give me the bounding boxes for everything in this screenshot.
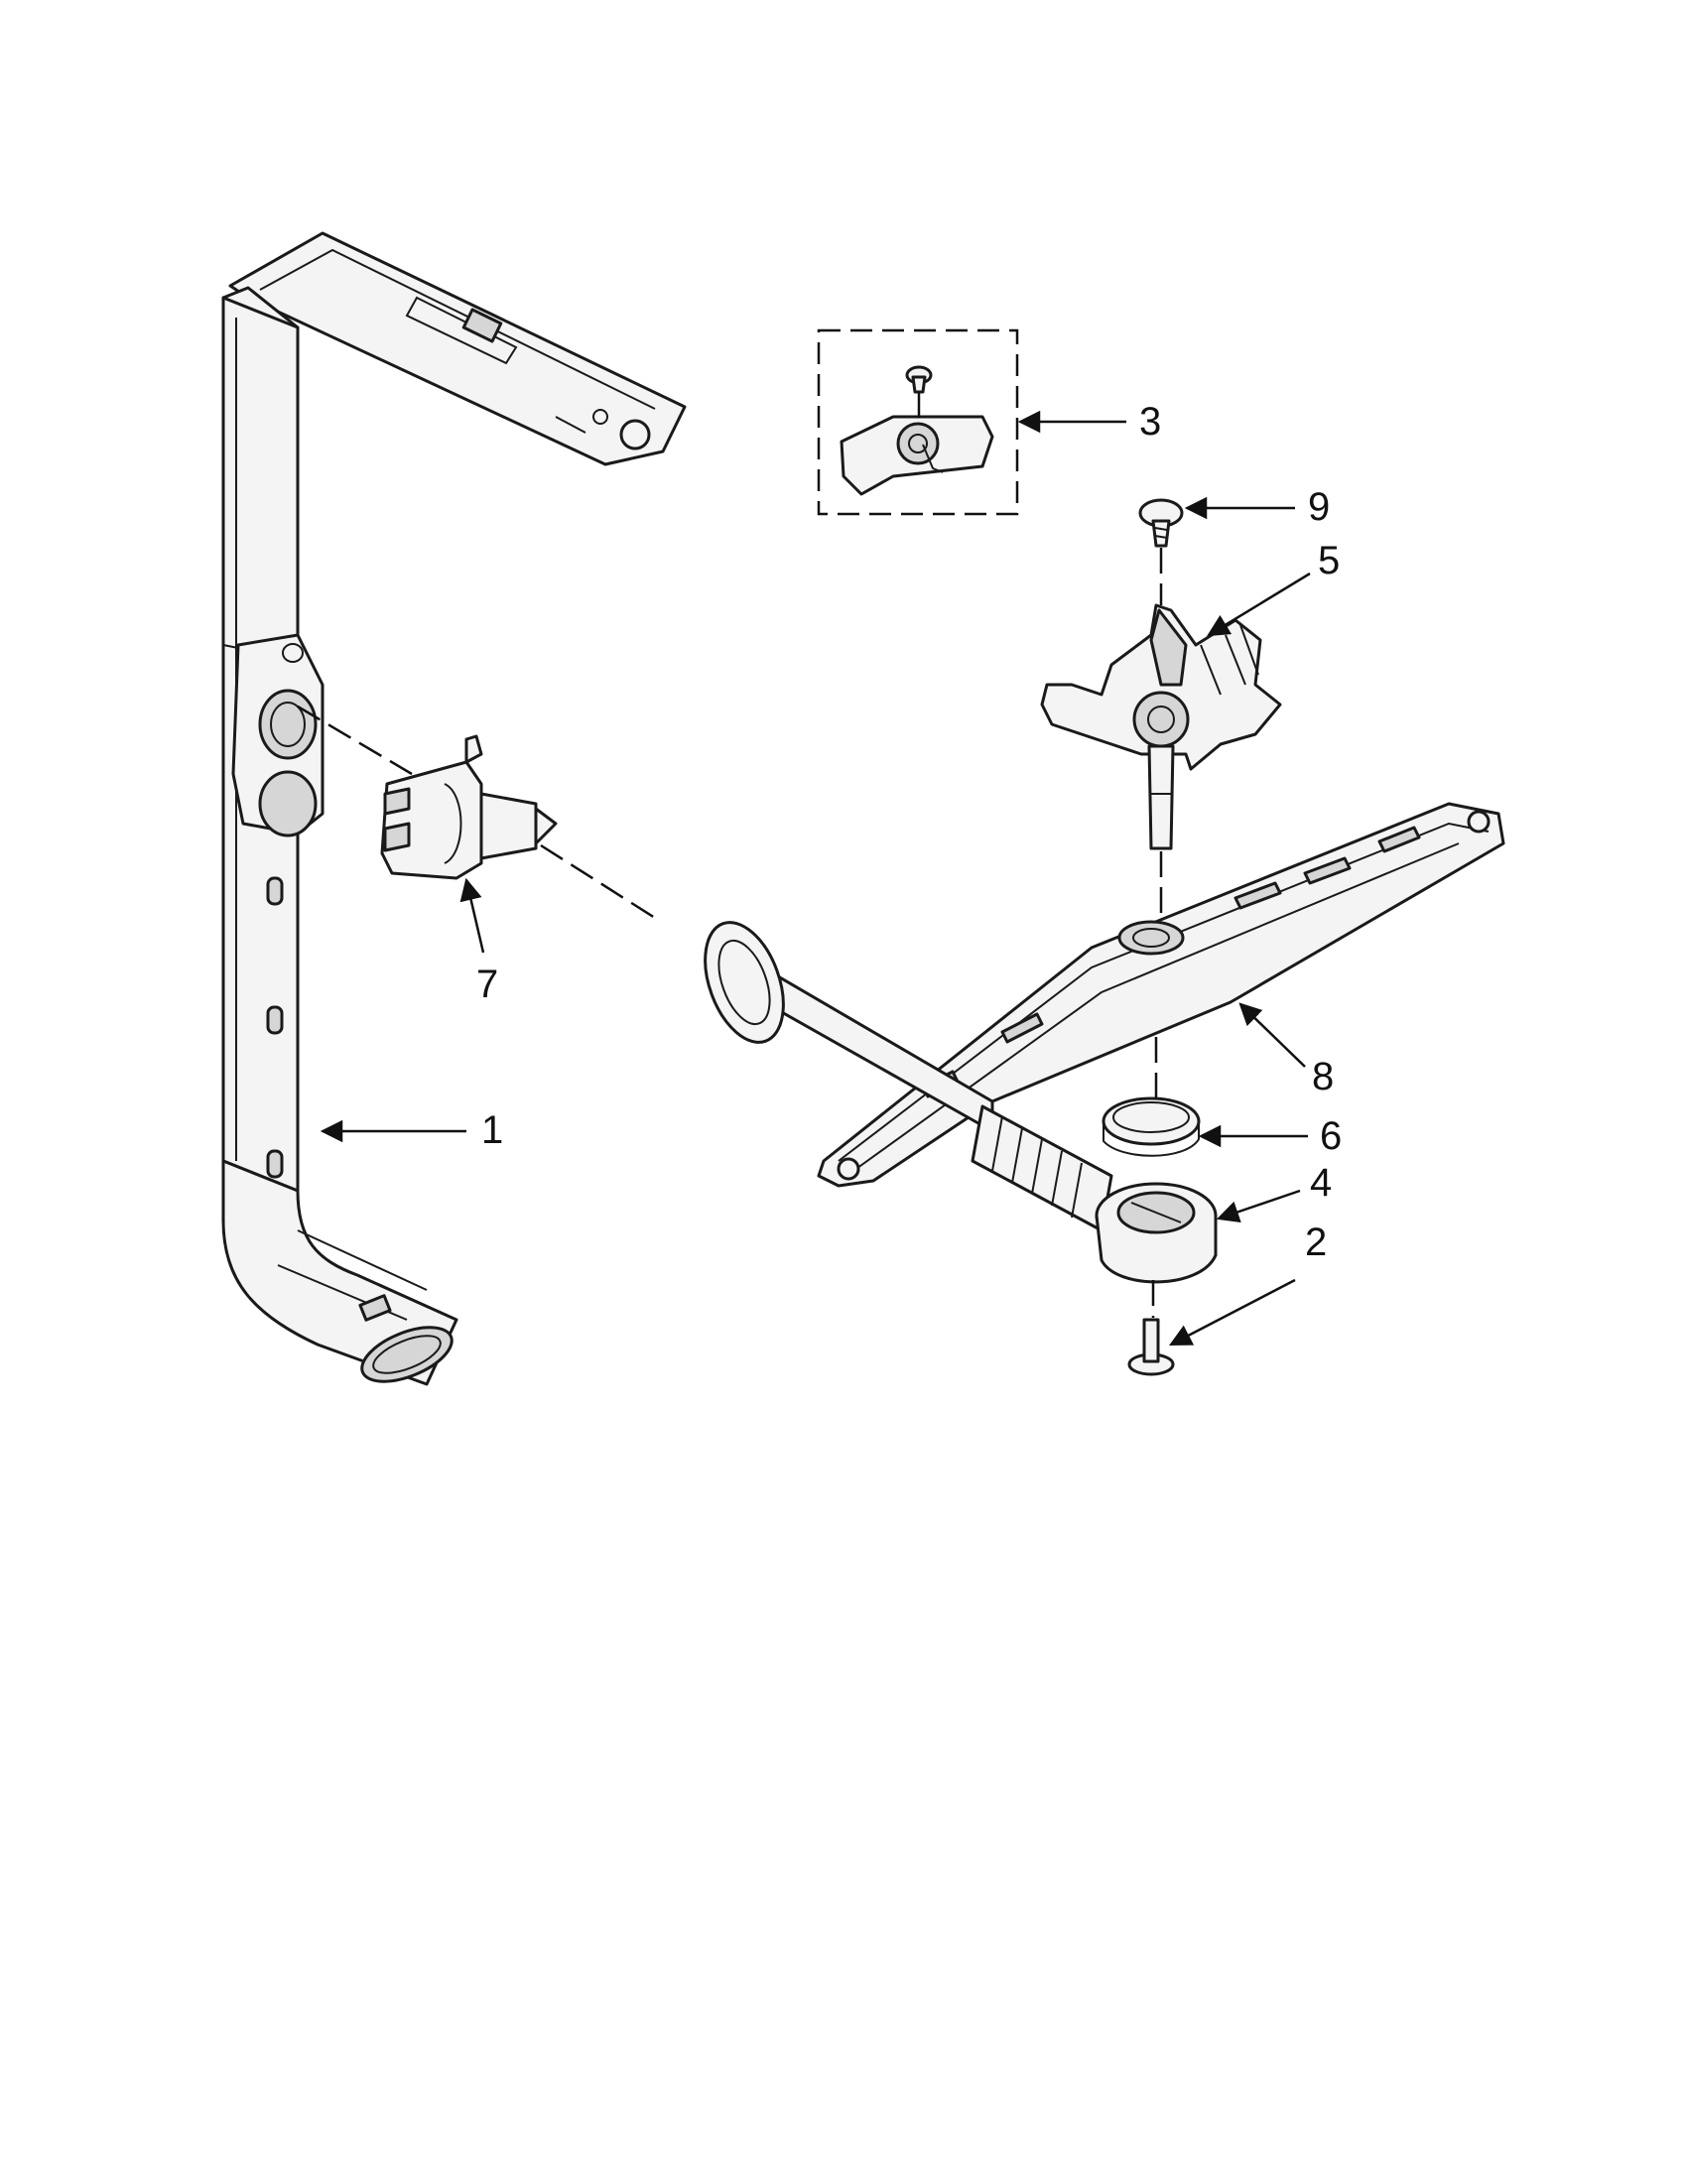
callout-label-3: 3 xyxy=(1139,400,1161,444)
manifold-part xyxy=(1095,1182,1218,1284)
supply-tube-part xyxy=(221,231,687,1386)
assembly-centerline-left xyxy=(297,705,413,776)
leader-arrow-4 xyxy=(1216,1189,1301,1223)
leader-arrow-7 xyxy=(459,877,485,954)
bracket-kit-part xyxy=(817,328,1019,516)
rack-adapter-part xyxy=(1040,603,1282,850)
seal-ring-part xyxy=(1102,1096,1201,1157)
cap-screw-part xyxy=(1138,498,1184,548)
callout-label-6: 6 xyxy=(1320,1114,1342,1158)
diverter-part xyxy=(380,734,558,880)
assembly-centerline-diverter xyxy=(540,843,656,920)
callout-label-7: 7 xyxy=(476,963,498,1006)
callout-label-8: 8 xyxy=(1312,1055,1334,1098)
kit-phantom-box xyxy=(817,328,1019,516)
callout-label-2: 2 xyxy=(1305,1220,1327,1264)
leader-arrow-5 xyxy=(1207,572,1311,637)
leader-arrow-8 xyxy=(1238,1002,1306,1068)
leader-arrow-2 xyxy=(1169,1278,1296,1347)
callout-label-4: 4 xyxy=(1310,1161,1332,1205)
callout-label-1: 1 xyxy=(481,1108,503,1152)
spray-arm-part xyxy=(704,802,1505,1232)
callout-label-9: 9 xyxy=(1308,485,1330,529)
screw-part xyxy=(1127,1318,1175,1376)
callout-label-5: 5 xyxy=(1318,539,1340,582)
